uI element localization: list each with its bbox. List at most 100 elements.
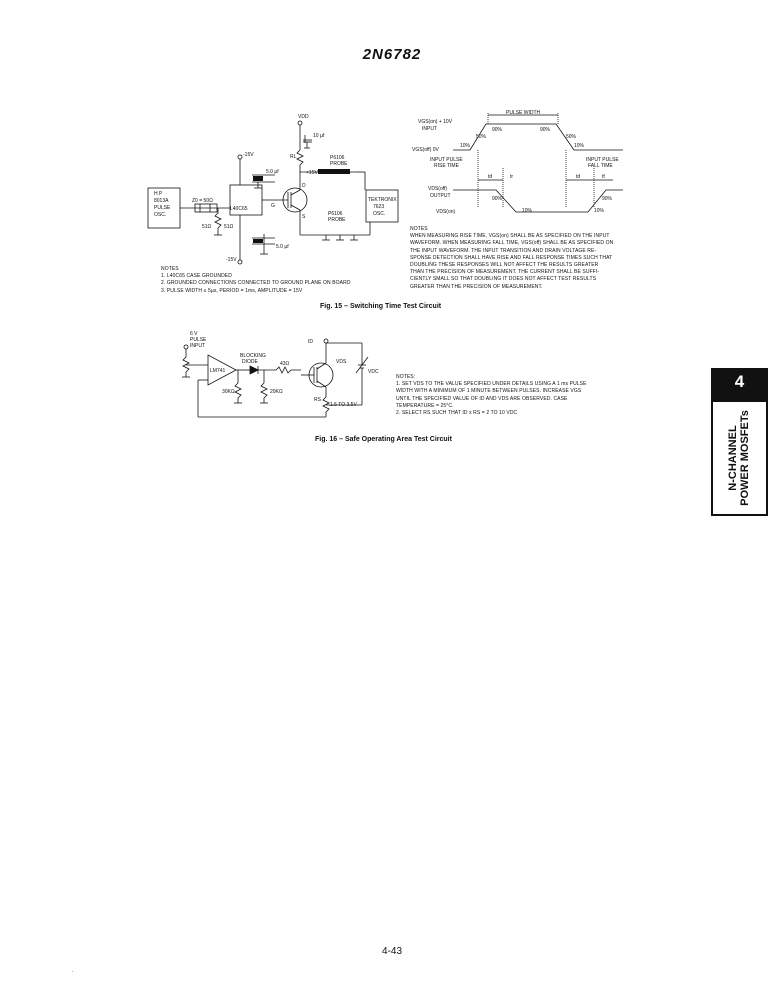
- fig15-caption: Fig. 15 – Switching Time Test Circuit: [320, 303, 442, 310]
- fig16-note-line: 1. SET VDS TO THE VALUE SPECIFIED UNDER …: [396, 381, 587, 388]
- hp-label: H P: [154, 191, 163, 197]
- safe-operating-area-circuit-diagram: 6 V PULSE INPUT LM741 BLOCKING DIODE 43Ω…: [182, 331, 379, 418]
- wf-p50b: 50%: [566, 134, 577, 140]
- fig16-note-line: NOTES:: [396, 374, 416, 380]
- wf-vds-off: VDS(off): [428, 186, 447, 192]
- waveform-note-line: THE INPUT WAVEFORM. THE INPUT TRANSITION…: [410, 247, 597, 254]
- waveform-note-line: WHEN MEASURING RISE TIME, VGS(on) SHALL …: [410, 233, 610, 240]
- vds-label: VDS: [336, 359, 347, 365]
- waveform-note-line: CIENTLY SMALL SO THAT DOUBLING IT DOES N…: [410, 276, 597, 283]
- tek3-label: OSC.: [373, 211, 385, 217]
- r43-label: 43Ω: [280, 361, 290, 367]
- plus15-label: +15V: [306, 170, 318, 176]
- r51-label: 51Ω: [202, 224, 212, 230]
- hp-osc-label: OSC.: [154, 212, 166, 218]
- waveform-note-line: WAVEFORM. WHEN MEASURING FALL TIME, VGS(…: [410, 240, 614, 247]
- section-tab-line-2: POWER MOSFETs: [739, 410, 751, 506]
- rl-label: RL: [290, 154, 297, 160]
- wf-fall-time: FALL TIME: [588, 163, 613, 169]
- r20k-label: 20KΩ: [270, 389, 283, 395]
- wf-p10c: 10%: [522, 208, 533, 214]
- page-number: 4-43: [381, 946, 402, 957]
- fig15-note-line: NOTES: [161, 266, 179, 272]
- diode-label: DIODE: [242, 359, 259, 365]
- r30k-label: 30KΩ: [222, 389, 235, 395]
- gen-label-2: PULSE: [190, 337, 207, 343]
- part-number-title: 2N6782: [362, 46, 422, 63]
- vdd-label: VDD: [298, 114, 309, 120]
- probe2-label: PROBE: [328, 217, 346, 223]
- wf-tr: tr: [510, 174, 513, 180]
- waveform-note-line: SPONSE DETECTION SHALL HAVE RISE AND FAL…: [410, 254, 613, 261]
- wf-p50a: 50%: [476, 134, 487, 140]
- wf-rise-time: RISE TIME: [434, 163, 460, 169]
- r51b-label: 51Ω: [224, 224, 234, 230]
- p6106-label: P6106: [330, 155, 345, 161]
- fig15-notes: NOTES 1. L40C65 CASE GROUNDED 2. GROUNDE…: [161, 266, 351, 295]
- id-label: ID: [308, 339, 313, 345]
- rs-label: RS: [314, 397, 322, 403]
- wf-input-rise: INPUT PULSE: [430, 157, 463, 163]
- wf-p90c: 90%: [492, 196, 503, 202]
- switching-time-circuit-diagram: VDD 10 µf -15V RL P6106 PROBE 5.0 µf 5.0…: [147, 114, 399, 265]
- hp-model-label: 8013A: [154, 198, 169, 204]
- wf-p10a: 10%: [460, 143, 471, 149]
- minus15-top-label: -15V: [243, 152, 254, 158]
- section-tab: 4 N-CHANNEL POWER MOSFETs: [711, 368, 768, 516]
- waveform-note-line: GREATER THAN THE PRECISION OF MEASUREMEN…: [410, 283, 543, 290]
- drain-label: D: [302, 183, 306, 189]
- section-tab-label-box: N-CHANNEL POWER MOSFETs: [713, 402, 766, 514]
- cap1-label: 5.0 µf: [266, 169, 279, 175]
- wf-output: OUTPUT: [430, 193, 451, 199]
- wf-tf: tf: [602, 174, 605, 180]
- waveform-note-line: DOUBLING THESE RESPONSES WILL NOT AFFECT…: [410, 262, 599, 269]
- p6106b-label: P6106: [328, 211, 343, 217]
- wf-input-fall: INPUT PULSE: [586, 157, 619, 163]
- waveform-notes: NOTES WHEN MEASURING RISE TIME, VGS(on) …: [410, 226, 613, 291]
- wf-vgs-off: VGS(off) 0V: [412, 147, 440, 153]
- vdc-label: VDC: [368, 369, 379, 375]
- section-number: 4: [734, 372, 745, 391]
- fig16-note-line: TEMPERATURE = 25°C.: [396, 402, 454, 409]
- probe-label: PROBE: [330, 161, 348, 167]
- tek1-label: TEKTRONIX: [368, 197, 397, 203]
- fig16-caption: Fig. 16 – Safe Operating Area Test Circu…: [315, 436, 452, 443]
- wf-p90b: 90%: [540, 127, 551, 133]
- hp-pulse-label: PULSE: [154, 205, 171, 211]
- wf-vds-on: VDS(on): [436, 209, 456, 215]
- waveform-note-line: NOTES: [410, 226, 428, 232]
- section-tab-text: N-CHANNEL POWER MOSFETs: [727, 410, 751, 506]
- fig15-note-line: 1. L40C65 CASE GROUNDED: [161, 273, 232, 280]
- switching-waveform-diagram: VGS(on) + 10V INPUT PULSE WIDTH 50% 90% …: [412, 110, 623, 215]
- wf-p90d: 90%: [602, 196, 613, 202]
- gen-label-1: 6 V: [190, 331, 198, 337]
- fig16-notes: NOTES: 1. SET VDS TO THE VALUE SPECIFIED…: [396, 374, 587, 417]
- section-tab-line-1: N-CHANNEL: [727, 425, 739, 491]
- wf-td-off: td: [576, 174, 580, 180]
- gen-label-3: INPUT: [190, 343, 205, 349]
- transistor-label: L40C65: [230, 206, 248, 212]
- fig16-note-line: WIDTH WITH A MINIMUM OF 1 MINUTE BETWEEN…: [396, 388, 582, 395]
- wf-p10d: 10%: [594, 208, 605, 214]
- minus15-bottom-label: -15V: [226, 257, 237, 263]
- wf-p90a: 90%: [492, 127, 503, 133]
- cap2-label: 5.0 µf: [276, 244, 289, 250]
- gate-label: G: [271, 203, 275, 209]
- wf-input-top-label: VGS(on) + 10V: [418, 119, 453, 125]
- corner-mark: .: [72, 968, 74, 974]
- wf-p10b: 10%: [574, 143, 585, 149]
- opamp-label: LM741: [210, 368, 226, 374]
- fig16-note-line: UNTIL THE SPECIFIED VALUE OF ID AND VDS …: [396, 395, 568, 402]
- zo-label: Z0 = 50Ω: [192, 198, 213, 204]
- fig15-note-line: 2. GROUNDED CONNECTIONS CONNECTED TO GRO…: [161, 280, 351, 287]
- fig16-note-line: 2. SELECT RS SUCH THAT ID x RS = 2 TO 10…: [396, 410, 518, 417]
- waveform-note-line: THAN THE PRECISION OF MEASUREMENT. THE C…: [410, 269, 600, 276]
- tek2-label: 7623: [373, 204, 384, 210]
- blocking-label: BLOCKING: [240, 353, 266, 359]
- cap-10uf-label: 10 µf: [313, 133, 325, 139]
- r15-label: 1.5 TO 3.5V: [330, 402, 357, 408]
- fig15-note-line: 3. PULSE WIDTH ≤ 5µs, PERIOD = 1ms, AMPL…: [161, 287, 303, 294]
- wf-pulse-width-label: PULSE WIDTH: [506, 110, 541, 116]
- source-label: S: [302, 214, 306, 220]
- wf-td-on: td: [488, 174, 492, 180]
